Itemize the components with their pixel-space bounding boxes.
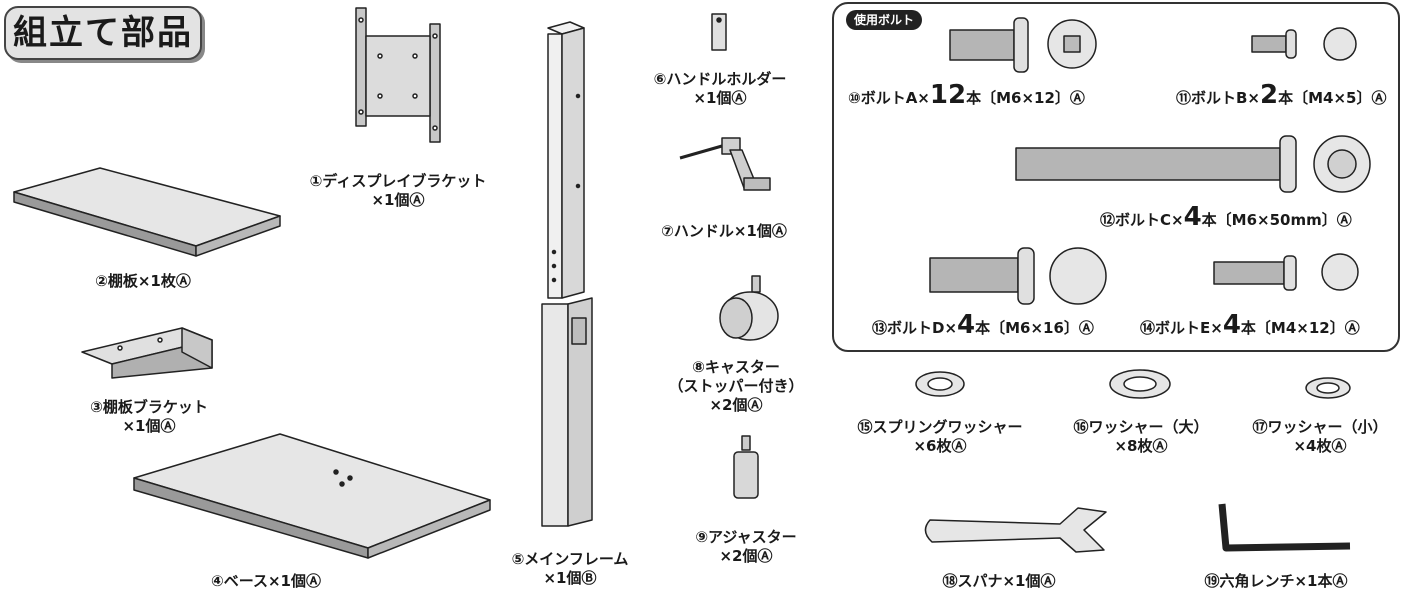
bolt-c-drawing: [1015, 135, 1371, 193]
part-label-1: ①ディスプレイブラケット×1個Ⓐ: [309, 172, 487, 209]
part-label-2: ②棚板×1枚Ⓐ: [95, 272, 191, 290]
page-title: 組立て部品: [4, 6, 202, 60]
caster-drawing: [719, 275, 779, 341]
part-label-4: ④ベース×1個Ⓐ: [211, 572, 321, 590]
part-label-5: ⑤メインフレーム×1個Ⓑ: [511, 550, 629, 587]
part-label-7: ⑦ハンドル×1個Ⓐ: [661, 222, 787, 240]
shelf-board-drawing: [13, 167, 281, 257]
handle-drawing: [679, 137, 771, 191]
bolt-d-drawing: [929, 247, 1107, 305]
part-label-9: ⑨アジャスター×2個Ⓐ: [695, 528, 797, 565]
bolt-label-b: ⑪ボルトB×2本〔M4×5〕Ⓐ: [1176, 80, 1387, 110]
spring-washer-drawing: [915, 371, 965, 397]
part-label-16: ⑯ワッシャー（大）×8枚Ⓐ: [1073, 418, 1209, 455]
small-washer-drawing: [1305, 377, 1351, 399]
part-label-19: ⑲六角レンチ×1本Ⓐ: [1204, 572, 1348, 590]
hex-key-drawing: [1218, 503, 1351, 552]
part-label-3: ③棚板ブラケット×1個Ⓐ: [90, 398, 208, 435]
bolt-panel-tag: 使用ボルト: [846, 10, 923, 30]
bolt-a-drawing: [949, 17, 1097, 73]
adjuster-drawing: [733, 435, 759, 499]
bolt-panel: [832, 2, 1400, 352]
part-label-6: ⑥ハンドルホルダー×1個Ⓐ: [653, 70, 787, 107]
display-bracket-drawing: [355, 7, 441, 143]
handle-holder-drawing: [711, 13, 727, 51]
bolt-label-c: ⑫ボルトC×4本〔M6×50mm〕Ⓐ: [1100, 202, 1352, 232]
base-drawing: [133, 433, 491, 559]
bolt-label-e: ⑭ボルトE×4本〔M4×12〕Ⓐ: [1140, 310, 1360, 340]
spanner-drawing: [924, 507, 1107, 553]
bolt-b-drawing: [1251, 27, 1357, 61]
part-label-18: ⑱スパナ×1個Ⓐ: [942, 572, 1056, 590]
main-frame-drawing: [541, 21, 593, 527]
shelf-bracket-drawing: [81, 327, 213, 379]
part-label-15: ⑮スプリングワッシャー×6枚Ⓐ: [857, 418, 1023, 455]
bolt-e-drawing: [1213, 253, 1359, 291]
part-label-17: ⑰ワッシャー（小）×4枚Ⓐ: [1252, 418, 1388, 455]
bolt-label-a: ⑩ボルトA×12本〔M6×12〕Ⓐ: [848, 80, 1085, 110]
large-washer-drawing: [1109, 369, 1171, 399]
part-label-8: ⑧キャスター（ストッパー付き）×2個Ⓐ: [668, 358, 804, 414]
bolt-label-d: ⑬ボルトD×4本〔M6×16〕Ⓐ: [872, 310, 1094, 340]
